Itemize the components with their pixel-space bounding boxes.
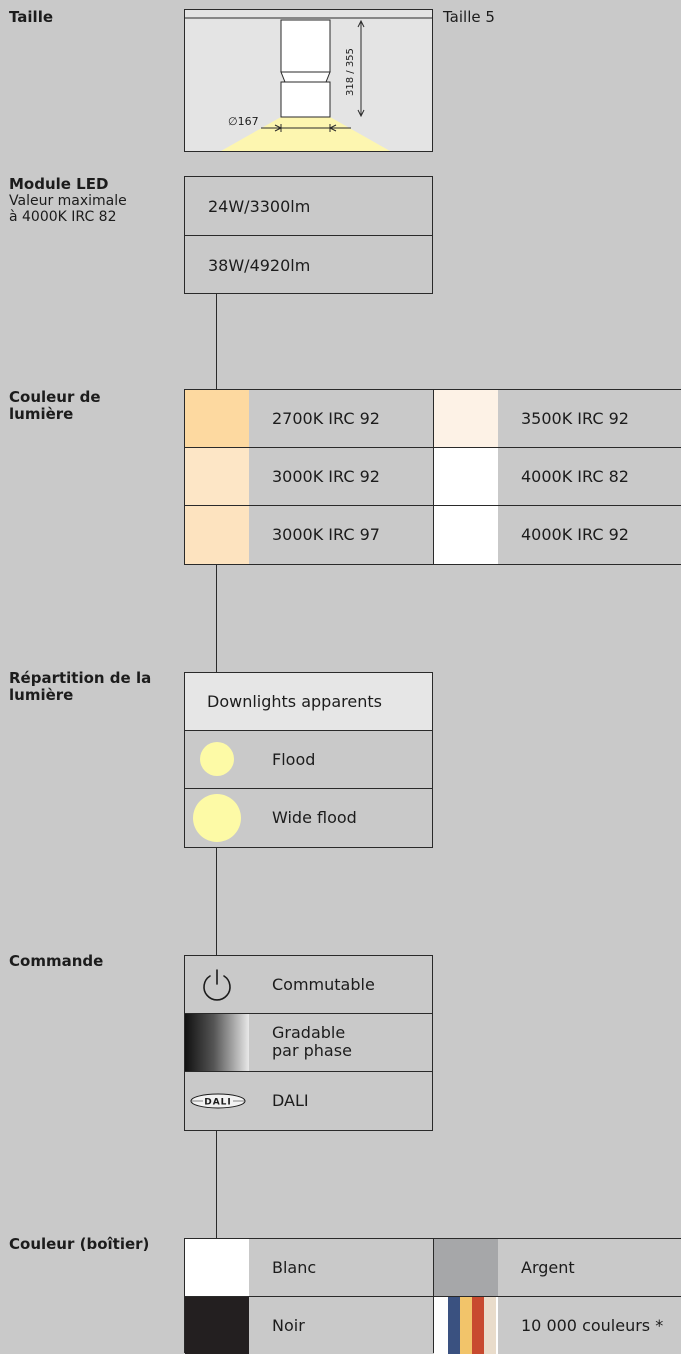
flood-beam-icon bbox=[200, 742, 234, 776]
stripe-yellow bbox=[460, 1297, 472, 1354]
led-option-label: 24W/3300lm bbox=[208, 197, 311, 216]
housing-color-label: Noir bbox=[272, 1316, 305, 1335]
distribution-option-label: Flood bbox=[272, 750, 316, 769]
distribution-header: Downlights apparents bbox=[185, 673, 432, 731]
connector-line bbox=[216, 294, 217, 389]
section-title-taille: Taille bbox=[9, 8, 54, 26]
section-title-couleur-boitier: Couleur (boîtier) bbox=[9, 1235, 150, 1253]
light-color-swatch bbox=[434, 506, 498, 564]
distribution-option-wide-flood[interactable]: Wide flood bbox=[185, 789, 432, 847]
light-color-option-3000k-97[interactable]: 3000K IRC 97 bbox=[185, 506, 433, 564]
luminaire-outline-icon: 318 / 355 ∅167 bbox=[185, 17, 432, 151]
light-color-swatch bbox=[185, 448, 249, 505]
light-color-column-right: 3500K IRC 92 4000K IRC 82 4000K IRC 92 bbox=[434, 390, 681, 564]
section-title-repartition: Répartition de la lumière bbox=[9, 670, 174, 704]
module-led-title: Module LED bbox=[9, 175, 109, 193]
light-color-swatch bbox=[434, 390, 498, 447]
light-color-option-3500k[interactable]: 3500K IRC 92 bbox=[434, 390, 681, 448]
light-color-label: 2700K IRC 92 bbox=[272, 409, 380, 428]
distribution-header-label: Downlights apparents bbox=[207, 692, 382, 711]
repartition-title-2: lumière bbox=[9, 686, 74, 704]
couleur-lumiere-title-1: Couleur de bbox=[9, 388, 101, 406]
light-color-option-4000k-82[interactable]: 4000K IRC 82 bbox=[434, 448, 681, 506]
stripe-blue bbox=[448, 1297, 460, 1354]
control-option-label-2: par phase bbox=[272, 1041, 352, 1060]
stripe-beige bbox=[484, 1297, 496, 1354]
multicolor-stripes-icon bbox=[434, 1297, 498, 1354]
distribution-option-label: Wide flood bbox=[272, 808, 357, 827]
distribution-option-flood[interactable]: Flood bbox=[185, 731, 432, 789]
power-icon bbox=[203, 969, 231, 1001]
wide-flood-beam-icon bbox=[193, 794, 241, 842]
control-option-label: DALI bbox=[272, 1091, 309, 1110]
luminaire-drawing[interactable]: 318 / 355 ∅167 bbox=[184, 9, 433, 152]
light-color-option-3000k-92[interactable]: 3000K IRC 92 bbox=[185, 448, 433, 506]
housing-color-column-left: Blanc Noir bbox=[185, 1239, 434, 1354]
section-title-module-led: Module LED Valeur maximale à 4000K IRC 8… bbox=[9, 175, 174, 226]
light-color-swatch bbox=[185, 506, 249, 564]
housing-color-option-10000[interactable]: 10 000 couleurs * bbox=[434, 1297, 681, 1354]
stripe-red bbox=[472, 1297, 484, 1354]
light-color-label: 4000K IRC 82 bbox=[521, 467, 629, 486]
housing-color-label: Blanc bbox=[272, 1258, 317, 1277]
section-title-couleur-lumiere: Couleur de lumière bbox=[9, 389, 174, 423]
housing-color-swatch bbox=[434, 1239, 498, 1296]
light-color-label: 3000K IRC 92 bbox=[272, 467, 380, 486]
light-color-grid: 2700K IRC 92 3000K IRC 92 3000K IRC 97 3… bbox=[184, 389, 681, 565]
control-option-label: Commutable bbox=[272, 975, 375, 994]
light-color-swatch bbox=[185, 390, 249, 447]
control-option-gradable[interactable]: Gradable par phase bbox=[185, 1014, 432, 1072]
light-color-swatch bbox=[434, 448, 498, 505]
housing-color-label: 10 000 couleurs * bbox=[521, 1316, 664, 1335]
light-color-label: 3000K IRC 97 bbox=[272, 525, 380, 544]
light-color-option-2700k[interactable]: 2700K IRC 92 bbox=[185, 390, 433, 448]
led-option-label: 38W/4920lm bbox=[208, 256, 311, 275]
dimension-diameter-label: ∅167 bbox=[228, 115, 259, 128]
light-color-label: 3500K IRC 92 bbox=[521, 409, 629, 428]
module-led-subtitle-2: à 4000K IRC 82 bbox=[9, 209, 117, 225]
housing-color-option-noir[interactable]: Noir bbox=[185, 1297, 433, 1354]
light-color-option-4000k-92[interactable]: 4000K IRC 92 bbox=[434, 506, 681, 564]
connector-line bbox=[216, 1131, 217, 1238]
connector-line bbox=[216, 565, 217, 672]
housing-color-swatch bbox=[185, 1297, 249, 1354]
gradient-dim-icon bbox=[185, 1014, 249, 1071]
control-options: Commutable Gradable par phase DALI DALI bbox=[184, 955, 433, 1131]
dimension-height-label: 318 / 355 bbox=[345, 48, 356, 96]
led-option-24w[interactable]: 24W/3300lm bbox=[185, 177, 432, 236]
light-color-column-left: 2700K IRC 92 3000K IRC 92 3000K IRC 97 bbox=[185, 390, 434, 564]
section-title-commande: Commande bbox=[9, 952, 104, 970]
size-label: Taille 5 bbox=[443, 8, 495, 26]
housing-color-grid: Blanc Noir Argent 10 000 couleurs * bbox=[184, 1238, 681, 1354]
housing-color-swatch bbox=[185, 1239, 249, 1296]
control-option-dali[interactable]: DALI DALI bbox=[185, 1072, 432, 1130]
repartition-title-1: Répartition de la bbox=[9, 669, 152, 687]
dali-logo-icon: DALI bbox=[190, 1093, 246, 1109]
dali-logo-text: DALI bbox=[204, 1098, 232, 1108]
control-option-commutable[interactable]: Commutable bbox=[185, 956, 432, 1014]
housing-color-option-blanc[interactable]: Blanc bbox=[185, 1239, 433, 1297]
control-option-label-1: Gradable bbox=[272, 1023, 346, 1042]
led-option-38w[interactable]: 38W/4920lm bbox=[185, 236, 432, 293]
connector-line bbox=[216, 848, 217, 955]
module-led-subtitle-1: Valeur maximale bbox=[9, 193, 127, 209]
housing-color-label: Argent bbox=[521, 1258, 575, 1277]
couleur-lumiere-title-2: lumière bbox=[9, 405, 74, 423]
housing-color-column-right: Argent 10 000 couleurs * bbox=[434, 1239, 681, 1354]
distribution-options: Downlights apparents Flood Wide flood bbox=[184, 672, 433, 848]
module-led-options: 24W/3300lm 38W/4920lm bbox=[184, 176, 433, 294]
housing-color-option-argent[interactable]: Argent bbox=[434, 1239, 681, 1297]
light-color-label: 4000K IRC 92 bbox=[521, 525, 629, 544]
